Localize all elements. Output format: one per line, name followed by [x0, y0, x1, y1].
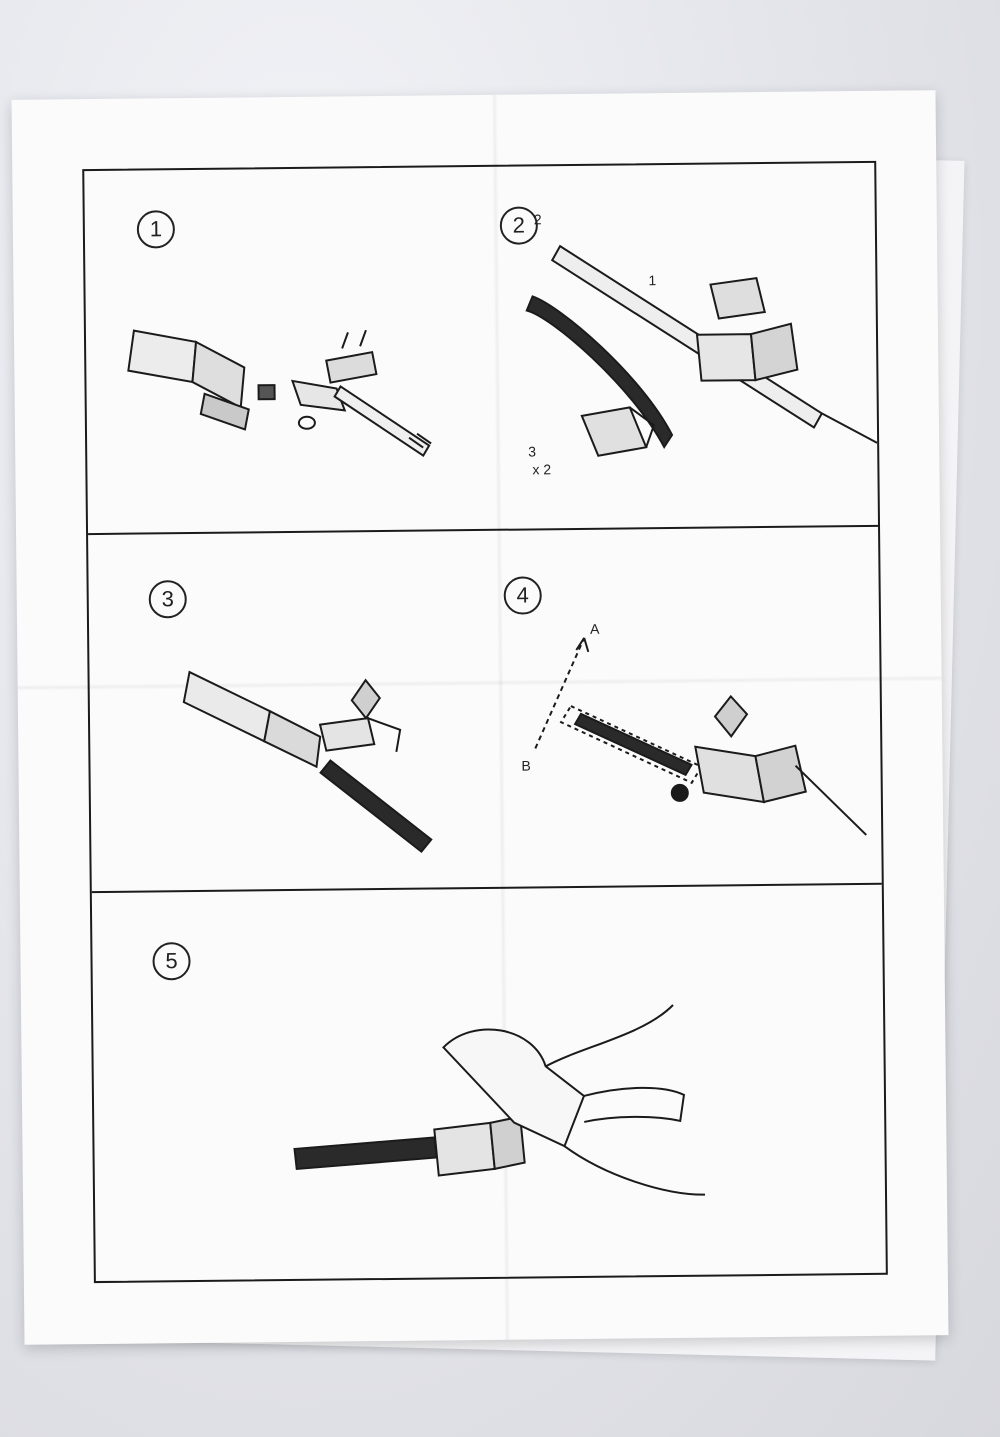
step-3-number: 3	[148, 580, 187, 619]
diagram-frame: 1 2	[82, 160, 888, 1284]
instruction-sheet: 1 2	[11, 90, 949, 1345]
step-4-label-a: A	[590, 621, 600, 637]
step-2-callout-x2: x 2	[532, 461, 551, 477]
step-3-panel: 3	[88, 529, 487, 891]
step-3-illustration	[182, 670, 433, 854]
step-5-number: 5	[152, 942, 191, 981]
step-2-callout-2: 2	[534, 211, 542, 227]
step-1-number: 1	[136, 210, 176, 249]
step-4-panel: 4 A B	[483, 525, 882, 887]
step-2-illustration: 2 1 3 x 2	[525, 211, 878, 477]
step-2-panel: 2 2 1 3 x 2	[479, 163, 878, 529]
step-5-illustration	[293, 1004, 706, 1196]
step-1-panel: 1	[84, 167, 483, 533]
step-4-illustration: A B	[521, 621, 867, 836]
step-4-label-b: B	[521, 757, 531, 773]
step-2-callout-1: 1	[648, 272, 656, 288]
step-2-callout-3: 3	[528, 443, 536, 459]
step-1-illustration	[127, 329, 432, 457]
step-5-panel: 5	[92, 883, 886, 1281]
